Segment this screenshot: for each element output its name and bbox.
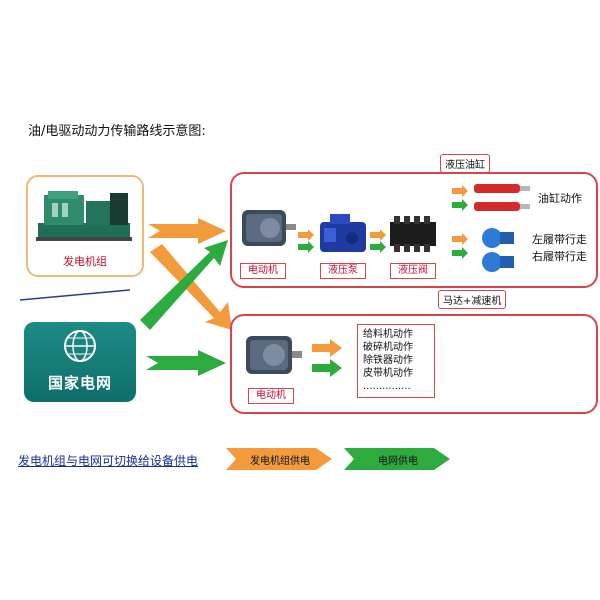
equipment-actions-list: 给料机动作 破碎机动作 除铁器动作 皮带机动作 ............... — [357, 324, 435, 398]
valve-label: 液压阀 — [390, 263, 436, 279]
cylinder-tag: 液压油缸 — [440, 154, 490, 173]
legend-orange-arrow — [226, 448, 332, 470]
hydraulic-cylinder-icon — [474, 184, 530, 211]
green-arrow-grid-bottom — [146, 350, 226, 376]
cylinder-action-label: 油缸动作 — [538, 192, 582, 205]
green-arrow-grid-top — [140, 240, 228, 330]
generator-label: 发电机组 — [63, 255, 107, 268]
hydraulic-pump-icon — [320, 214, 366, 252]
pump-label: 液压泵 — [320, 263, 366, 279]
electric-motor-icon-top — [242, 210, 296, 246]
travel-motor-reducer-icon — [482, 228, 514, 272]
legend-green-label: 电网供电 — [378, 456, 418, 467]
action-item: 皮带机动作 — [363, 368, 413, 379]
action-item: 除铁器动作 — [363, 355, 413, 366]
generator-icon — [36, 191, 132, 241]
motor-label-bottom: 电动机 — [248, 388, 294, 404]
state-grid-box: 国家电网 — [24, 322, 136, 402]
legend-description: 发电机组与电网可切换给设备供电 — [18, 454, 199, 468]
electric-motor-icon-bottom — [246, 336, 302, 374]
state-grid-logo-icon — [64, 330, 96, 362]
hydraulic-valve-icon — [390, 216, 436, 252]
motor-reducer-tag: 马达+减速机 — [438, 290, 507, 309]
action-item: ............... — [363, 381, 411, 392]
track-right-label: 右履带行走 — [532, 250, 587, 263]
orange-arrow-gen-bottom — [150, 244, 232, 330]
state-grid-label: 国家电网 — [47, 374, 112, 392]
orange-arrow-gen-top — [148, 218, 226, 244]
generator-box: 发电机组 — [26, 175, 144, 277]
legend-green-arrow — [344, 448, 450, 470]
motor-label-top: 电动机 — [240, 263, 286, 279]
legend-orange-label: 发电机组供电 — [250, 456, 310, 467]
divider-line — [19, 289, 131, 301]
track-left-label: 左履带行走 — [532, 233, 587, 246]
action-item: 给料机动作 — [363, 329, 413, 340]
action-item: 破碎机动作 — [363, 342, 413, 353]
diagram-title: 油/电驱动动力传输路线示意图: — [28, 124, 206, 139]
